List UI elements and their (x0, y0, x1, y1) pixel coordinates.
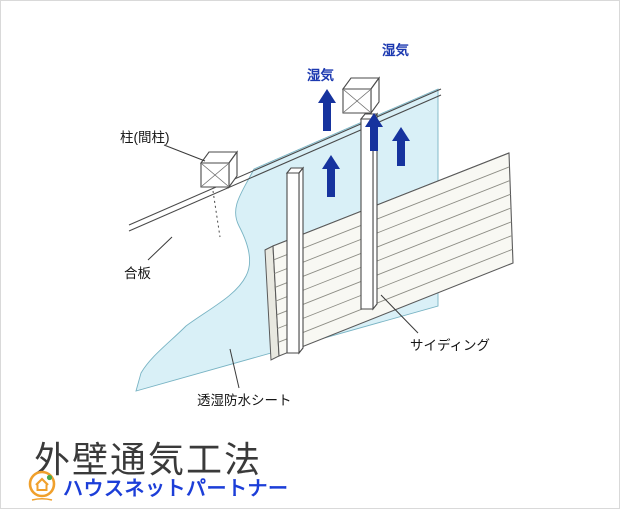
stud-cube-right (341, 76, 381, 115)
top-rail-line-1 (128, 88, 442, 226)
stud-cube-left (199, 150, 239, 189)
label-plywood: 合板 (124, 266, 151, 281)
brand-logo-icon (28, 470, 56, 501)
sheet-leader-line (229, 348, 240, 389)
moisture-arrow-1 (318, 89, 336, 131)
siding-leader-line (380, 294, 419, 334)
moisture-arrow-4 (392, 127, 410, 166)
brand-name: ハウスネットパートナー (63, 477, 289, 500)
nail-line (212, 190, 221, 238)
diagram-title: 外壁通気工法 (34, 440, 263, 480)
pillar-leader-line (163, 144, 206, 162)
plywood-leader-line (147, 236, 173, 261)
moisture-arrows (318, 89, 410, 197)
label-siding: サイディング (410, 337, 490, 353)
moisture-arrow-2 (365, 113, 383, 151)
label-moisture-right: 湿気 (382, 42, 409, 58)
label-sheet: 透湿防水シート (197, 393, 292, 408)
label-pillar: 柱(間柱) (120, 130, 170, 145)
siding-panel (264, 152, 514, 361)
moisture-arrow-3 (322, 155, 340, 197)
label-moisture-left: 湿気 (307, 67, 334, 83)
top-rail-line-2 (128, 94, 442, 232)
furring-strip-left (285, 166, 305, 355)
brand-logo: ハウスネットパートナー (25, 469, 289, 503)
